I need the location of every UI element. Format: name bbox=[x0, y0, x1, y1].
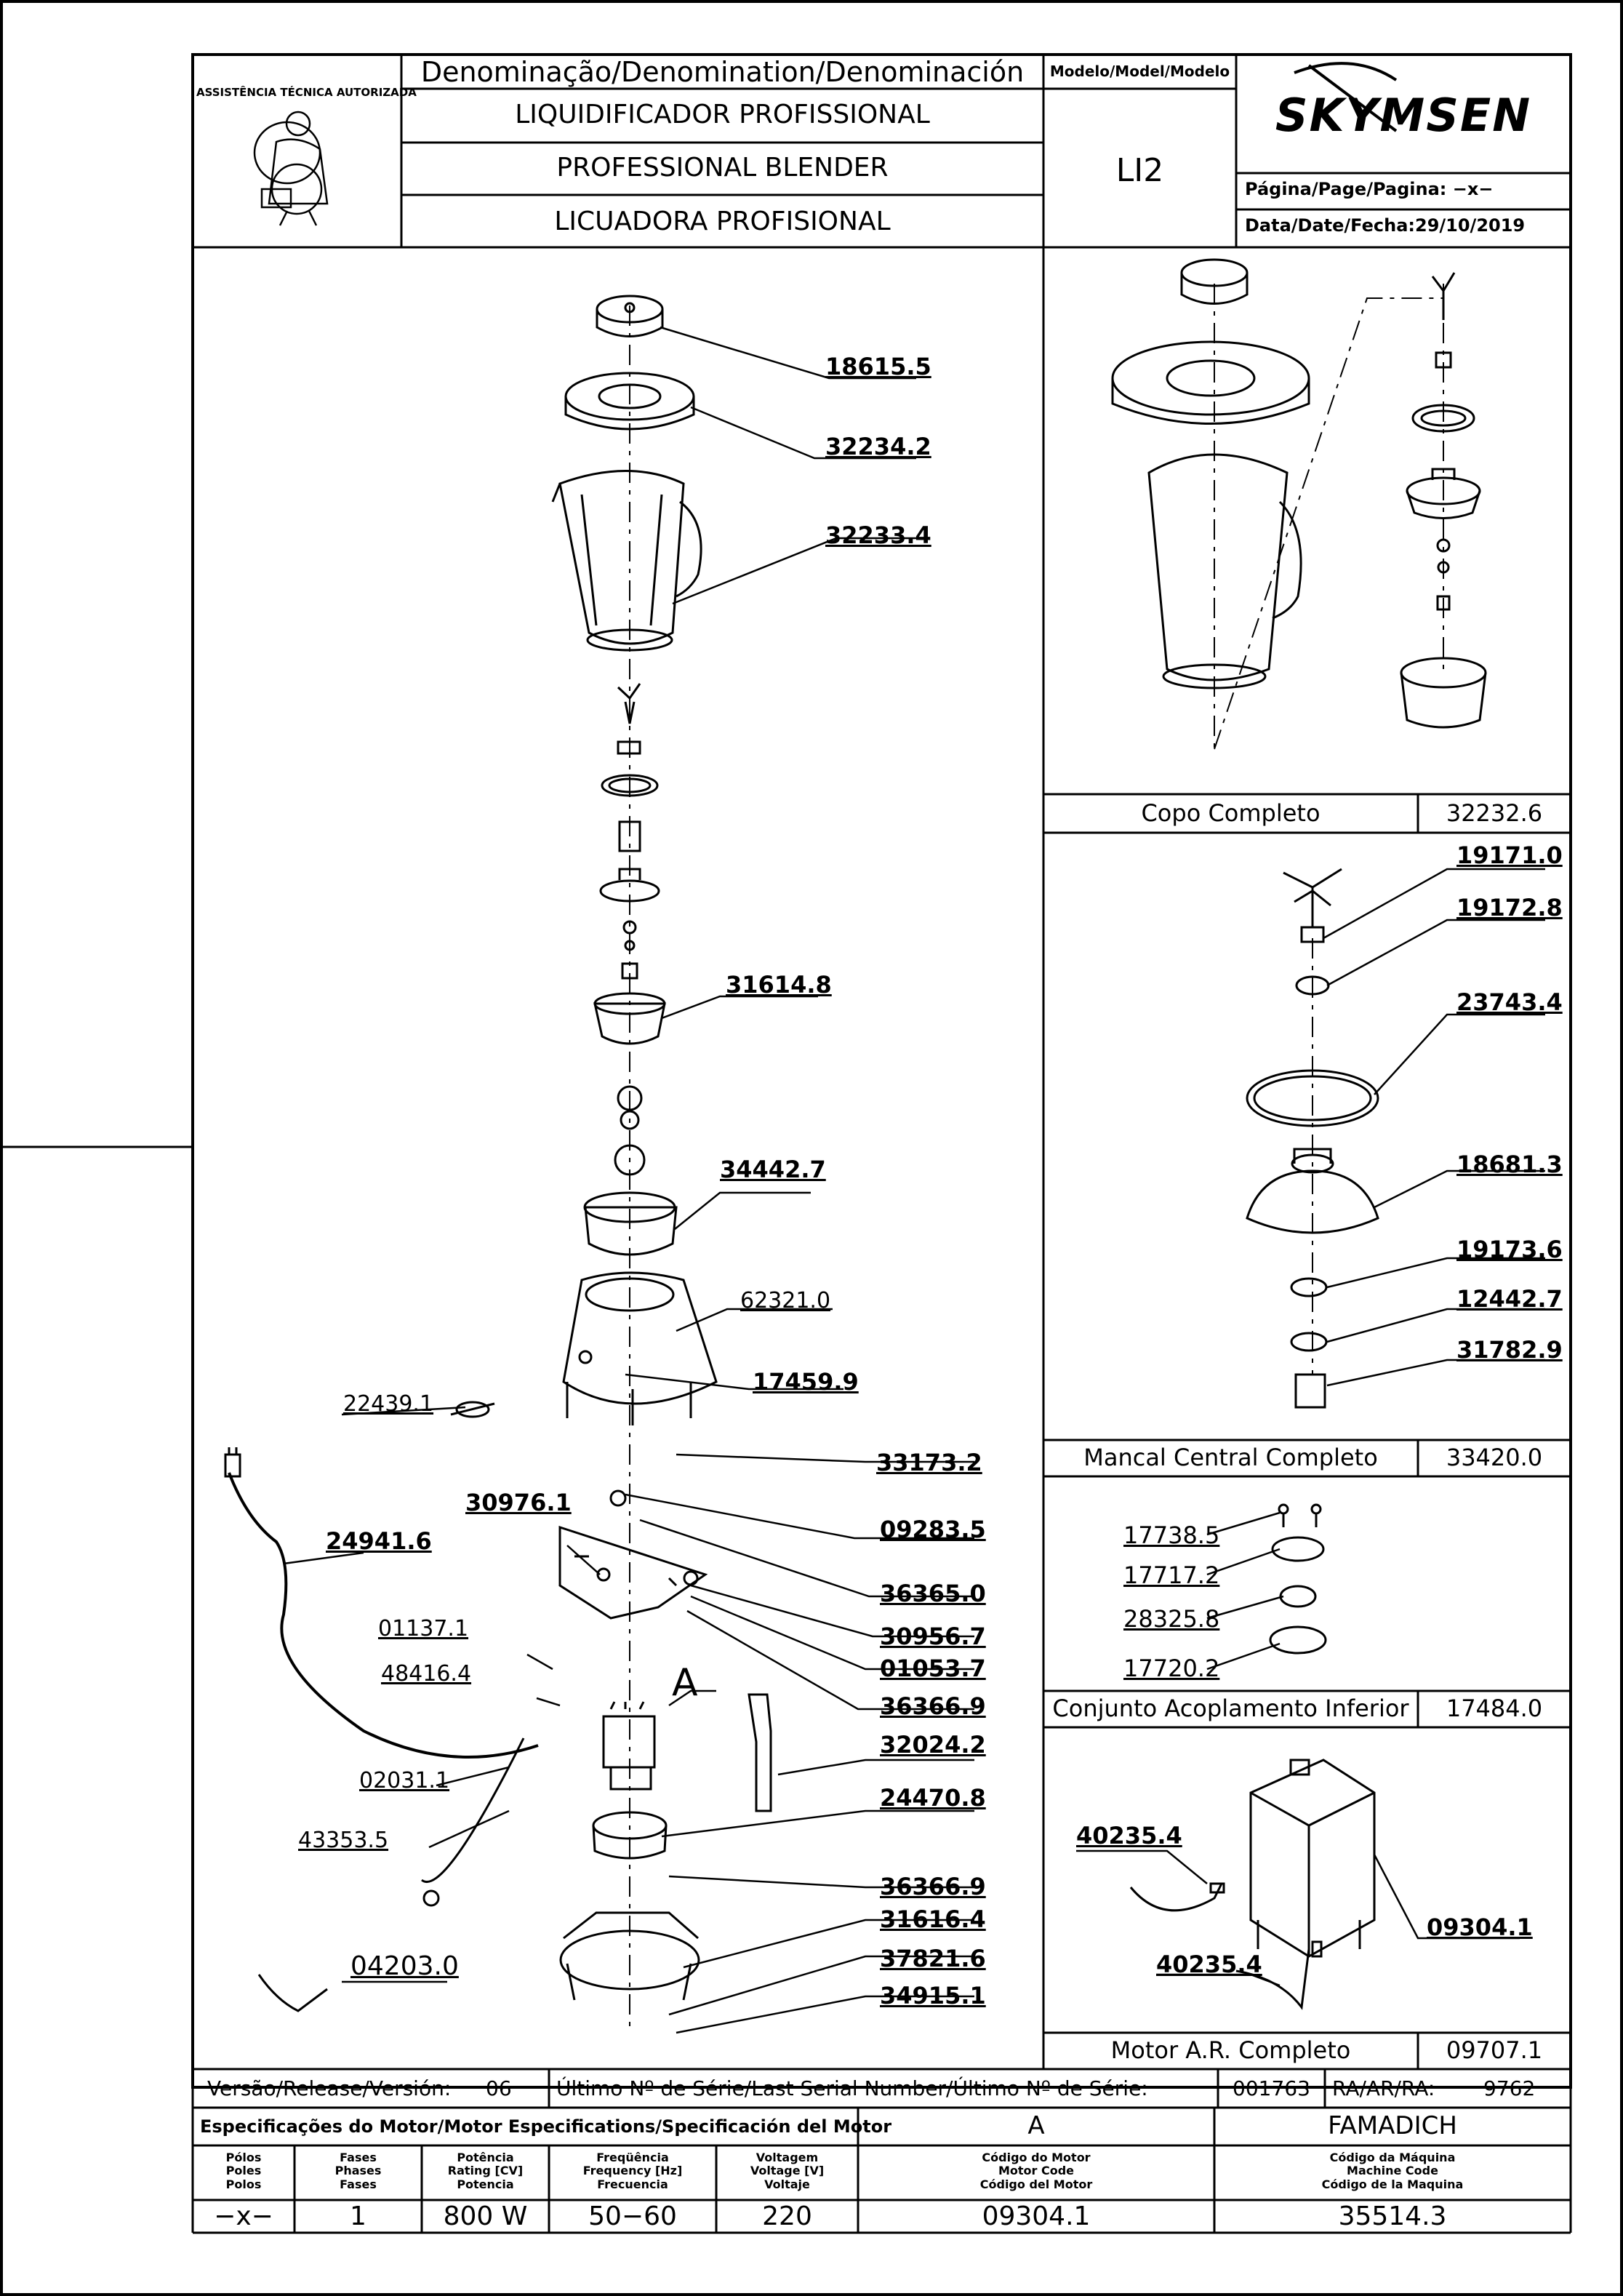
acopl-part-17738-5: 17738.5 bbox=[1123, 1521, 1220, 1549]
date-label: Data/Date/Fecha:29/10/2019 bbox=[1245, 215, 1526, 236]
part-18615-5: 18615.5 bbox=[825, 353, 931, 380]
motor-spec-letter: A bbox=[1027, 2111, 1045, 2140]
acopl-part-17720-2: 17720.2 bbox=[1123, 1655, 1220, 1682]
part-30956-7: 30956.7 bbox=[880, 1623, 986, 1650]
motor-part-09304-1: 09304.1 bbox=[1427, 1913, 1533, 1941]
part-09283-5: 09283.5 bbox=[880, 1516, 986, 1543]
acoplamento-caption: Conjunto Acoplamento Inferior bbox=[1052, 1695, 1409, 1722]
mancal-part-18681-3: 18681.3 bbox=[1456, 1151, 1563, 1178]
part-36365-0: 36365.0 bbox=[880, 1580, 986, 1607]
acoplamento-view bbox=[1269, 1503, 1327, 1655]
part-48416-4: 48416.4 bbox=[381, 1661, 472, 1687]
product-name-pt: LIQUIDIFICADOR PROFISSIONAL bbox=[515, 100, 930, 129]
part-37821-6: 37821.6 bbox=[880, 1945, 986, 1972]
acoplamento-code: 17484.0 bbox=[1446, 1695, 1543, 1722]
motor-completo-caption: Motor A.R. Completo bbox=[1110, 2036, 1351, 2064]
acoplamento-leader-lines bbox=[1206, 1511, 1284, 1671]
mancal-central-view bbox=[1246, 868, 1379, 1409]
frequency-value: 50−60 bbox=[588, 2201, 677, 2231]
phases-value: 1 bbox=[350, 2201, 366, 2231]
skymsen-logo-mark bbox=[1294, 62, 1398, 132]
page-label: Página/Page/Pagina: −x− bbox=[1245, 179, 1494, 199]
seal-text: ASSISTÊNCIA TÉCNICA AUTORIZADA bbox=[196, 86, 417, 99]
motor-part-40235-4-upper: 40235.4 bbox=[1076, 1822, 1182, 1849]
model-value: LI2 bbox=[1115, 152, 1164, 189]
part-31616-4: 31616.4 bbox=[880, 1905, 986, 1933]
model-label: Modelo/Model/Modelo bbox=[1049, 63, 1230, 80]
part-32234-2: 32234.2 bbox=[825, 433, 931, 460]
mancal-central-caption: Mancal Central Completo bbox=[1083, 1444, 1378, 1471]
part-36366-9-upper: 36366.9 bbox=[880, 1692, 986, 1720]
rating-header: Potência Rating [CV] Potencia bbox=[447, 2151, 524, 2191]
copo-completo-code: 32232.6 bbox=[1446, 799, 1543, 827]
poles-value: −x− bbox=[214, 2201, 273, 2231]
part-01053-7: 01053.7 bbox=[880, 1655, 986, 1682]
part-31614-8: 31614.8 bbox=[726, 971, 832, 999]
frequency-header: Freqüência Frequency [Hz] Frecuencia bbox=[582, 2151, 683, 2191]
phases-header: Fases Phases Fases bbox=[334, 2151, 382, 2191]
voltage-header: Voltagem Voltage [V] Voltaje bbox=[750, 2151, 825, 2191]
ra-value: 9762 bbox=[1483, 2076, 1536, 2100]
serial-value: 001763 bbox=[1233, 2076, 1310, 2100]
mancal-leader-lines bbox=[1323, 868, 1545, 1387]
mancal-central-code: 33420.0 bbox=[1446, 1444, 1543, 1471]
part-33173-2: 33173.2 bbox=[876, 1449, 982, 1476]
part-04203-0: 04203.0 bbox=[350, 1951, 459, 1981]
voltage-value: 220 bbox=[762, 2201, 812, 2231]
part-32024-2: 32024.2 bbox=[880, 1731, 986, 1759]
part-24941-6: 24941.6 bbox=[326, 1527, 432, 1555]
mancal-part-19173-6: 19173.6 bbox=[1456, 1236, 1563, 1263]
main-leader-lines bbox=[283, 326, 974, 2034]
part-30976-1: 30976.1 bbox=[465, 1489, 572, 1516]
machine-code-header: Código da Máquina Machine Code Código de… bbox=[1321, 2151, 1464, 2191]
motor-spec-label: Especificações do Motor/Motor Especifica… bbox=[200, 2116, 892, 2137]
mancal-part-19172-8: 19172.8 bbox=[1456, 894, 1563, 921]
release-label: Versão/Release/Versión: bbox=[207, 2076, 452, 2100]
part-17459-9: 17459.9 bbox=[753, 1368, 859, 1396]
part-34915-1: 34915.1 bbox=[880, 1982, 986, 2009]
mancal-part-12442-7: 12442.7 bbox=[1456, 1285, 1563, 1313]
denomination-label: Denominação/Denomination/Denominación bbox=[420, 56, 1025, 88]
poles-header: Pólos Poles Polos bbox=[225, 2151, 262, 2191]
motor-reference-letter: A bbox=[672, 1661, 698, 1705]
part-01137-1: 01137.1 bbox=[378, 1616, 469, 1641]
release-value: 06 bbox=[486, 2076, 512, 2100]
motor-leader-lines bbox=[1076, 1849, 1520, 1987]
motor-code-value: 09304.1 bbox=[982, 2201, 1091, 2231]
part-22439-1: 22439.1 bbox=[343, 1391, 434, 1417]
product-name-en: PROFESSIONAL BLENDER bbox=[556, 153, 889, 183]
mancal-part-23743-4: 23743.4 bbox=[1456, 988, 1563, 1016]
machine-brand: FAMADICH bbox=[1328, 2111, 1457, 2140]
part-62321-0: 62321.0 bbox=[740, 1288, 831, 1313]
part-24470-8: 24470.8 bbox=[880, 1784, 986, 1812]
authorized-service-seal bbox=[253, 111, 329, 226]
part-36366-9-lower: 36366.9 bbox=[880, 1873, 986, 1900]
part-34442-7: 34442.7 bbox=[720, 1156, 826, 1183]
mancal-part-31782-9: 31782.9 bbox=[1456, 1336, 1563, 1364]
acopl-part-28325-8: 28325.8 bbox=[1123, 1605, 1220, 1633]
motor-code-header: Código do Motor Motor Code Código del Mo… bbox=[979, 2151, 1093, 2191]
machine-code-value: 35514.3 bbox=[1338, 2201, 1447, 2231]
copo-completo-caption: Copo Completo bbox=[1141, 799, 1321, 827]
part-02031-1: 02031.1 bbox=[359, 1768, 450, 1793]
product-name-es: LICUADORA PROFISIONAL bbox=[554, 207, 891, 236]
part-32233-4: 32233.4 bbox=[825, 521, 931, 549]
copo-completo-view bbox=[1111, 258, 1487, 750]
serial-label: Último Nº de Série/Last Serial Number/Úl… bbox=[556, 2076, 1148, 2100]
main-exploded-view bbox=[224, 295, 772, 2029]
brand-logo: SKYMSEN bbox=[1275, 89, 1532, 142]
motor-part-40235-4-lower: 40235.4 bbox=[1156, 1951, 1262, 1978]
mancal-part-19171-0: 19171.0 bbox=[1456, 841, 1563, 869]
ra-label: RA/AR/RA: bbox=[1332, 2076, 1435, 2100]
part-43353-5: 43353.5 bbox=[298, 1828, 389, 1853]
acopl-part-17717-2: 17717.2 bbox=[1123, 1561, 1220, 1589]
rating-value: 800 W bbox=[443, 2201, 528, 2231]
motor-completo-code: 09707.1 bbox=[1446, 2036, 1543, 2064]
